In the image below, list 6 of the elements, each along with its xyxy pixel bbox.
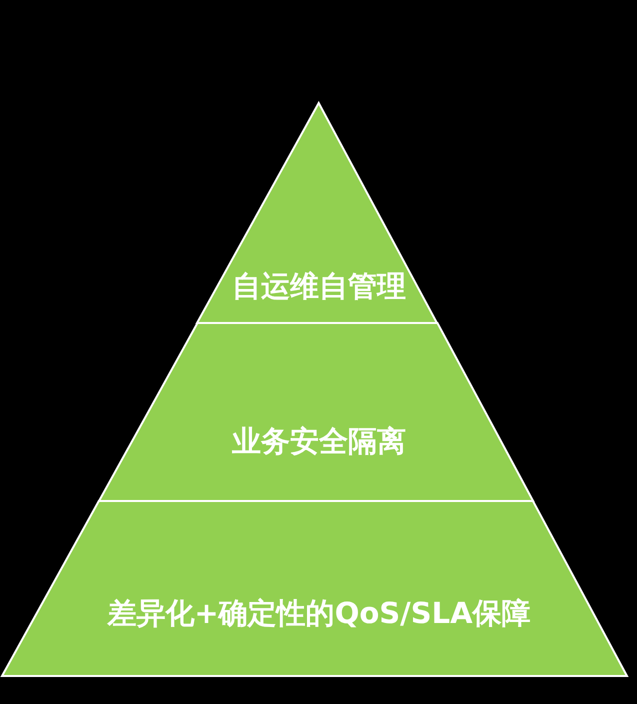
pyramid-tier — [98, 323, 533, 501]
pyramid-tier — [2, 501, 627, 676]
tier-label: 业务安全隔离 — [232, 423, 406, 459]
pyramid-tier — [197, 103, 438, 323]
tier-label: 自运维自管理 — [232, 268, 406, 304]
tier-label: 差异化+确定性的QoS/SLA保障 — [107, 595, 531, 631]
